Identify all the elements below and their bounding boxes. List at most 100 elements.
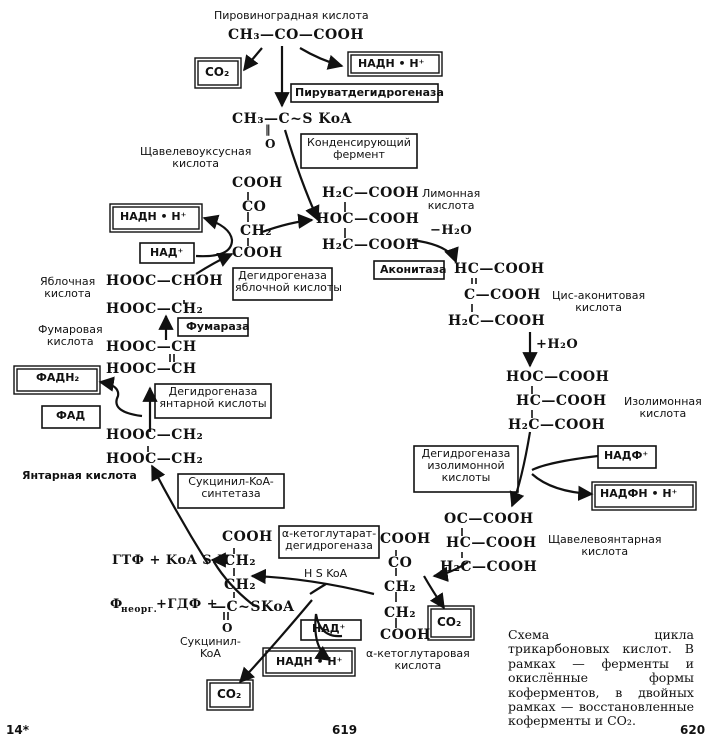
page-number-right: 620 <box>680 723 706 737</box>
citrate-line-1: H₂C—COOH <box>322 185 420 201</box>
box-nad-malate <box>139 242 195 264</box>
succinylcoa-label: Сукцинил- KoA <box>180 635 241 661</box>
isocitrate-dehydrogenase-label: Дегидрогеназа изолимонной кислоты <box>421 447 511 485</box>
co2-bottom-right-label: CO₂ <box>437 615 462 629</box>
isocitrate-line-2: HC—COOH <box>516 393 607 409</box>
arrow-gtp <box>210 552 253 605</box>
box-nadp <box>597 445 657 469</box>
ketoglutarate-line-4: CH₂ <box>384 605 417 621</box>
oxaloacetate-line-3: CH₂ <box>240 223 273 239</box>
box-nad-bottom <box>300 619 362 641</box>
nadh-top-label: НАДН • Н⁺ <box>358 57 425 70</box>
succinate-dehydrogenase-label: Дегидрогеназа янтарной кислоты <box>159 385 267 411</box>
succinylcoa-synthetase-label: Сукцинил-KoA- синтетаза <box>188 475 274 501</box>
caption: Схема цикла трикарбоновых кислот. В рамк… <box>508 627 694 729</box>
arrow-nadph-out <box>531 473 594 501</box>
box-fad <box>41 405 101 429</box>
fumarate-line-1: HOOC—CH <box>106 339 197 355</box>
box-malate-dehydrogenase <box>232 267 333 301</box>
page-number-left: 14* <box>6 723 29 737</box>
succinylcoa-line-3: CH₂ <box>224 577 257 593</box>
box-isocitrate-dehydrogenase <box>413 445 519 493</box>
citrate-line-3: H₂C—COOH <box>322 237 420 253</box>
ketoglutarate-line-1: COOH <box>380 531 431 547</box>
acetylcoa-double-bond: ‖ <box>265 123 271 136</box>
fumarate-label: Фумаровая кислота <box>38 323 103 349</box>
arrow-acetylcoa-citrate <box>283 129 320 222</box>
succinate-line-1: HOOC—CH₂ <box>106 427 204 443</box>
isocitrate-line-3: H₂C—COOH <box>508 417 606 433</box>
ketoglutarate-line-5: COOH <box>380 627 431 643</box>
arrow-oxaloacetate-citrate <box>261 213 314 234</box>
malate-dehydrogenase-label: Дегидрогеназа яблочной кислоты <box>235 269 342 295</box>
cisaconitate-line-1: HC—COOH <box>454 261 545 277</box>
arrow-isocitrate-oxalosuccinate <box>509 431 532 508</box>
oxalosuccinate-line-3: H₂C—COOH <box>440 559 538 575</box>
acetylcoa-oxygen: O <box>265 137 276 151</box>
pi-subscript: неорг. <box>121 605 158 615</box>
fad-label: ФАД <box>56 409 86 422</box>
arrow-pyruvate-nadh <box>299 47 344 70</box>
box-aconitase <box>373 260 445 280</box>
fadh2-label: ФАДН₂ <box>36 371 80 384</box>
oxaloacetate-line-4: COOH <box>232 245 283 261</box>
oxaloacetate-label: Щавелевоуксусная кислота <box>140 145 252 171</box>
oxalosuccinate-line-1: OC—COOH <box>444 511 534 527</box>
page-number-middle: 619 <box>332 723 358 737</box>
nadp-label: НАДФ⁺ <box>604 449 649 462</box>
arrow-ketoglutarate-succinylcoa <box>250 568 375 596</box>
arrow-pyruvate-co2 <box>243 47 263 72</box>
ketoglutarate-dehydrogenase-label: α-кетоглутарат- дегидрогеназа <box>281 527 377 553</box>
ketoglutarate-line-3: CH₂ <box>384 579 417 595</box>
isocitrate-line-1: HOC—COOH <box>506 369 610 385</box>
gdp-label: +ГДФ + <box>156 597 219 612</box>
citrate-label: Лимонная кислота <box>422 187 481 213</box>
pi-label: Ф <box>110 597 123 612</box>
nadph-label: НАДФН • Н⁺ <box>600 487 678 500</box>
ketoglutarate-line-2: CO <box>388 555 413 571</box>
malate-line-2: HOOC—CH₂ <box>106 301 204 317</box>
nadh-bottom-label: НАДН • Н⁺ <box>276 655 343 668</box>
pyruvate-dehydrogenase-label: Пируватдегидрогеназа <box>295 86 444 99</box>
pyruvate-formula: CH₃—CO—COOH <box>228 27 365 43</box>
nad-bottom-label: НАД⁺ <box>312 622 346 635</box>
acetylcoa-formula: CH₃—C~S KoA <box>232 111 352 127</box>
box-succinate-dehydrogenase <box>154 383 272 419</box>
nadh-malate-label: НАДН • Н⁺ <box>120 210 187 223</box>
arrow-co2-release-bottom <box>423 575 445 610</box>
condensing-enzyme-label: Конденсирующий фермент <box>307 136 411 162</box>
isocitrate-label: Изолимонная кислота <box>624 395 702 421</box>
co2-top-label: CO₂ <box>205 65 230 79</box>
arrow-succinylcoa-succinate <box>151 464 209 565</box>
cisaconitate-plus-water: +H₂O <box>536 337 579 352</box>
arrow-hskoa <box>309 583 327 595</box>
aconitase-label: Аконитаза <box>380 263 447 276</box>
malate-label: Яблочная кислота <box>40 275 96 301</box>
oxaloacetate-line-1: COOH <box>232 175 283 191</box>
oxalosuccinate-line-2: HC—COOH <box>446 535 537 551</box>
cisaconitate-line-2: C—COOH <box>464 287 541 303</box>
malate-line-1: HOOC—CHOH <box>106 273 224 289</box>
arrow-fad-fadh2 <box>98 376 143 418</box>
arrow-oxalosuccinate-ketoglutarate <box>432 561 469 582</box>
nad-malate-label: НАД⁺ <box>150 246 184 259</box>
oxaloacetate-line-2: CO <box>242 199 267 215</box>
arrow-citrate-cisaconitate <box>411 238 459 264</box>
cisaconitate-line-3: H₂C—COOH <box>448 313 546 329</box>
arrow-nad-nadh-bottom <box>314 613 343 661</box>
box-condensing-enzyme <box>300 133 418 169</box>
citrate-line-2: HOC—COOH <box>316 211 420 227</box>
succinylcoa-line-5: O <box>222 621 233 635</box>
arrow-to-co2-bottom <box>238 599 313 684</box>
arrow-nadp-in <box>531 454 599 471</box>
succinylcoa-line-2: CH₂ <box>224 553 257 569</box>
oxalosuccinate-label: Щавелевоянтарная кислота <box>548 533 662 559</box>
box-fumarase <box>177 317 249 337</box>
box-pyruvate-dehydrogenase <box>290 83 439 103</box>
arrow-malate-oxaloacetate <box>195 252 234 275</box>
hskoa-label: H S KoA <box>304 567 348 580</box>
co2-bottom-left-label: CO₂ <box>217 687 242 701</box>
fumarate-line-2: HOOC—CH <box>106 361 197 377</box>
